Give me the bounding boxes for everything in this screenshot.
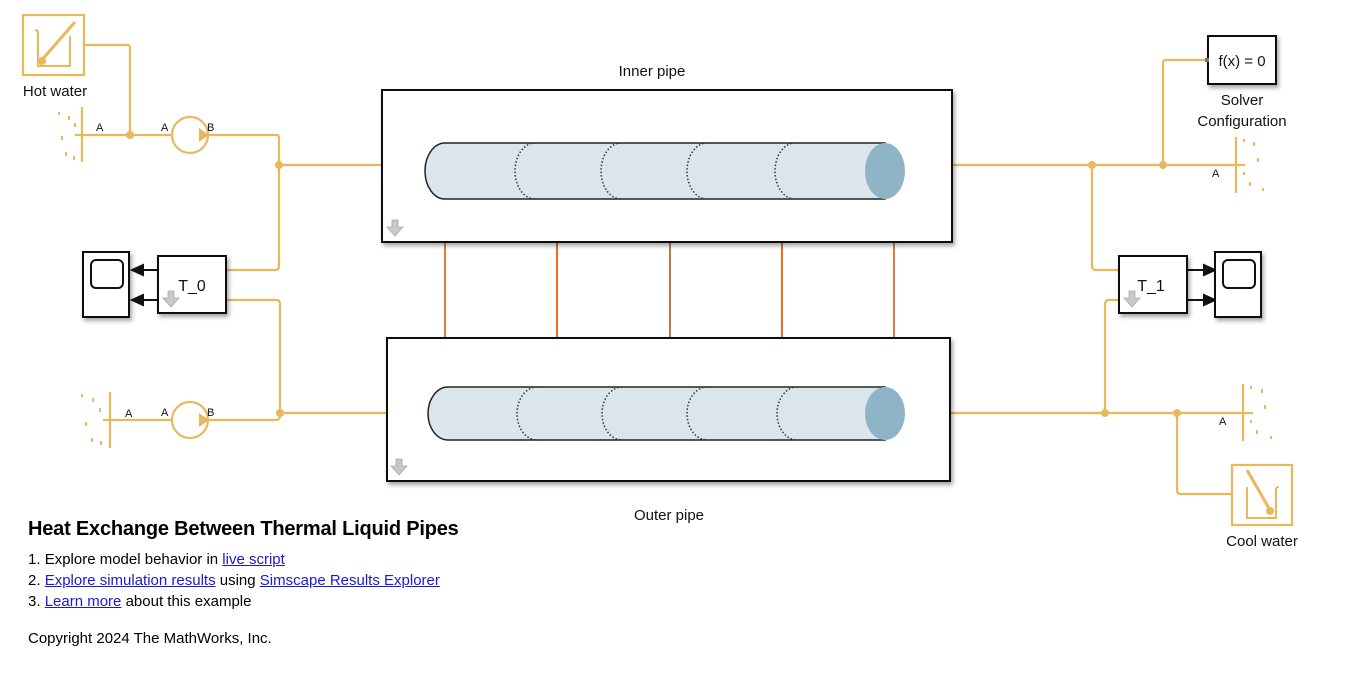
item-number: 2. [28, 572, 45, 589]
arrowhead-icon [129, 293, 144, 307]
scope-left[interactable] [82, 251, 130, 318]
pipe-icon [427, 386, 905, 441]
wire-to-outer-pipe[interactable] [208, 411, 387, 422]
solver-function-text: f(x) = 0 [1218, 53, 1265, 70]
wire-hot-water[interactable] [84, 43, 132, 135]
junction-dot [1101, 409, 1109, 417]
reservoir-fluid-icon [81, 394, 102, 445]
junctions [126, 131, 1181, 417]
subsystem-arrow-icon [162, 290, 180, 308]
reservoir-fluid-icon [1250, 386, 1272, 439]
junction-dot [1173, 409, 1181, 417]
thermal-liquid-connections [82, 43, 1240, 496]
port-connector [1205, 58, 1209, 62]
arrowhead-icon [1203, 293, 1218, 307]
hot-water-block[interactable]: Hot water [21, 13, 87, 100]
wire-solver[interactable] [1161, 58, 1208, 165]
item-text: about this example [121, 593, 252, 610]
port-label-a: A [125, 408, 133, 420]
inner-pipe-label: Inner pipe [619, 63, 686, 80]
simscape-results-explorer-link[interactable]: Simscape Results Explorer [259, 572, 440, 589]
annotation-item: 1. Explore model behavior in live script [28, 549, 459, 570]
annotation-list: 1. Explore model behavior in live script… [28, 549, 459, 612]
scope-icon [90, 259, 124, 289]
solver-configuration-block[interactable]: f(x) = 0 Solver Configuration [1197, 35, 1287, 130]
wire-t1-top[interactable] [1090, 165, 1119, 272]
pump-arrow-icon [199, 413, 209, 427]
junction-dot [276, 409, 284, 417]
arrowhead-icon [1203, 263, 1218, 277]
sensor-t0-label: T_0 [178, 278, 206, 295]
item-text: using [215, 572, 260, 589]
signal-connections [129, 263, 1218, 307]
solver-label-line2: Configuration [1197, 113, 1286, 130]
port-label-a: A [161, 407, 169, 419]
junction-dot [1088, 161, 1096, 169]
item-number: 3. [28, 593, 45, 610]
port-label-a: A [1219, 416, 1227, 428]
cool-water-block[interactable]: Cool water [1226, 463, 1298, 550]
arrowhead-icon [129, 263, 144, 277]
port-label-a: A [1212, 168, 1220, 180]
pump-arrow-icon [199, 128, 209, 142]
copyright-text: Copyright 2024 The MathWorks, Inc. [28, 630, 272, 647]
outer-pipe-label: Outer pipe [634, 507, 704, 524]
pump-top[interactable]: A B [161, 115, 214, 155]
port-label-b: B [207, 407, 214, 419]
learn-more-link[interactable]: Learn more [44, 593, 122, 610]
model-annotation: Heat Exchange Between Thermal Liquid Pip… [28, 518, 459, 647]
thermometer-beaker-icon [34, 21, 77, 67]
outer-pipe-block[interactable]: Outer pipe [386, 337, 951, 524]
model-title: Heat Exchange Between Thermal Liquid Pip… [28, 518, 459, 540]
wire-pump-top-t0[interactable] [208, 133, 281, 272]
port-label-a: A [96, 122, 104, 134]
reservoir-bottom-right[interactable] [1240, 384, 1272, 441]
wire-t0-bottom[interactable] [226, 298, 282, 413]
junction-dot [275, 161, 283, 169]
pump-bottom[interactable]: A B [161, 400, 214, 440]
pipe-icon [424, 142, 905, 200]
sensor-t0-block[interactable]: T_0 [157, 255, 227, 314]
subsystem-arrow-icon [390, 458, 408, 476]
annotation-item: 3. Learn more about this example [28, 591, 459, 612]
reservoir-top-right[interactable] [1234, 137, 1264, 193]
cool-water-label: Cool water [1226, 533, 1298, 550]
junction-dot [126, 131, 134, 139]
sensor-t1-label: T_1 [1137, 278, 1165, 295]
subsystem-arrow-icon [1123, 290, 1141, 308]
item-text: Explore model behavior in [44, 551, 223, 568]
port-label-a: A [161, 122, 169, 134]
junction-dot [1159, 161, 1167, 169]
thermal-connections [444, 242, 895, 338]
subsystem-arrow-icon [386, 219, 404, 237]
port-label-b: B [207, 122, 214, 134]
item-number: 1. [28, 551, 45, 568]
wire-cool-water[interactable] [1175, 413, 1232, 496]
inner-pipe-block[interactable]: Inner pipe [381, 63, 953, 243]
annotation-item: 2. Explore simulation results using Sims… [28, 570, 459, 591]
hot-water-label: Hot water [23, 83, 87, 100]
reservoir-fluid-icon [1243, 139, 1264, 191]
explore-simulation-results-link[interactable]: Explore simulation results [44, 572, 216, 589]
scope-icon [1222, 259, 1256, 289]
reservoir-fluid-icon [58, 112, 76, 160]
reservoir-bottom-left[interactable] [81, 392, 112, 448]
scope-right[interactable] [1214, 251, 1262, 318]
sensor-t1-block[interactable]: T_1 [1118, 255, 1188, 314]
wire-t1-bottom[interactable] [1103, 298, 1119, 413]
reservoir-top-left[interactable] [58, 107, 84, 162]
thermometer-beaker-icon [1245, 469, 1280, 519]
solver-label-line1: Solver [1221, 92, 1264, 109]
live-script-link[interactable]: live script [222, 551, 285, 568]
